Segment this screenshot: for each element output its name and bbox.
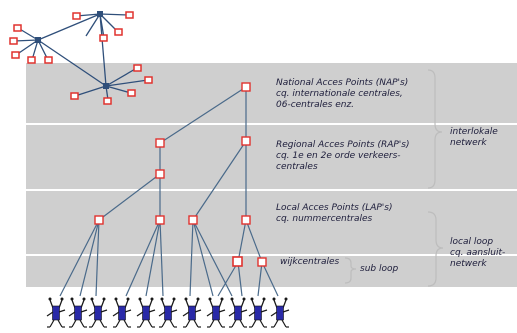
node-icon bbox=[9, 37, 18, 45]
local-loop-label-line1: local loop bbox=[450, 237, 493, 247]
lap-node bbox=[94, 215, 104, 225]
node-icon bbox=[114, 28, 123, 36]
lap-node bbox=[155, 215, 165, 225]
band-rap bbox=[26, 125, 517, 189]
rap-label-line3: centrales bbox=[276, 162, 318, 172]
group-braces bbox=[344, 69, 444, 287]
lap-label-line1: Local Acces Points (LAP's) bbox=[276, 203, 393, 213]
node-icon bbox=[103, 97, 112, 105]
node-icon bbox=[127, 89, 136, 97]
person-icon bbox=[206, 296, 226, 328]
wijk-label: wijkcentrales bbox=[280, 257, 340, 267]
brace-interlokaal bbox=[427, 69, 443, 189]
rap-label-line1: Regional Acces Points (RAP's) bbox=[276, 140, 409, 150]
person-icon bbox=[112, 296, 132, 328]
node-icon bbox=[13, 24, 22, 32]
nap-node bbox=[241, 82, 251, 92]
node-icon bbox=[44, 56, 53, 64]
rap-label-line2: cq. 1e en 2e orde verkeers- bbox=[276, 151, 401, 161]
wijk-node bbox=[257, 257, 267, 267]
network-hubs bbox=[35, 11, 109, 89]
subscribers bbox=[46, 296, 290, 328]
node-icon bbox=[27, 56, 36, 64]
local-loop-label-line3: netwerk bbox=[450, 259, 487, 269]
nap-label-line3: 06-centrales enz. bbox=[276, 100, 354, 110]
rap-node-lower bbox=[155, 169, 165, 179]
person-icon bbox=[228, 296, 248, 328]
nap-label-line1: National Acces Points (NAP's) bbox=[276, 78, 408, 88]
person-icon bbox=[136, 296, 156, 328]
lap-node bbox=[188, 215, 198, 225]
level-labels: National Acces Points (NAP's) cq. intern… bbox=[276, 78, 409, 267]
group-labels: interlokale netwerk local loop cq. aansl… bbox=[360, 127, 505, 274]
person-icon bbox=[158, 296, 178, 328]
node-icon bbox=[144, 76, 153, 84]
hierarchy-links bbox=[59, 86, 279, 297]
node-icon bbox=[99, 34, 108, 42]
sub-loop-label: sub loop bbox=[360, 264, 398, 274]
lap-label-line2: cq. nummercentrales bbox=[276, 214, 373, 224]
level-bands bbox=[26, 63, 517, 287]
brace-local-loop bbox=[427, 211, 444, 287]
node-icon bbox=[133, 64, 142, 72]
interlokaal-label-line2: netwerk bbox=[450, 138, 487, 148]
brace-sub-loop bbox=[344, 257, 357, 284]
wijk-node bbox=[232, 256, 243, 267]
node-icon bbox=[70, 92, 79, 100]
person-icon bbox=[68, 296, 88, 328]
person-icon bbox=[46, 296, 66, 328]
rap-node-left bbox=[155, 138, 165, 148]
person-icon bbox=[88, 296, 108, 328]
nap-label-line2: cq. internationale centrales, bbox=[276, 89, 403, 99]
lap-node bbox=[241, 215, 251, 225]
local-loop-label-line2: cq. aansluit- bbox=[450, 248, 505, 258]
band-nap bbox=[26, 63, 517, 123]
person-icon bbox=[248, 296, 268, 328]
person-icon bbox=[270, 296, 290, 328]
rap-node-right bbox=[241, 136, 251, 146]
node-icon bbox=[125, 11, 134, 19]
person-icon bbox=[182, 296, 202, 328]
band-lap bbox=[26, 191, 517, 254]
network-cloud-nodes bbox=[9, 11, 153, 105]
node-icon bbox=[72, 12, 81, 20]
hierarchy-nodes bbox=[94, 82, 267, 267]
node-icon bbox=[11, 51, 20, 59]
interlokaal-label-line1: interlokale bbox=[450, 127, 498, 137]
